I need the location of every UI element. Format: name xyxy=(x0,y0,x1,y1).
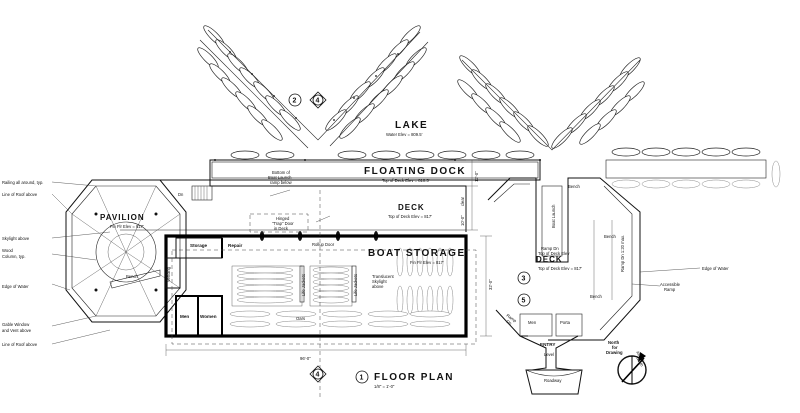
floating-dock-top: Top of Deck Elev = 810.5' xyxy=(382,178,430,183)
entry-sub: Level xyxy=(544,352,554,357)
lake-water-elev: Water Elev = 809.5' xyxy=(386,132,423,137)
pavilion xyxy=(65,179,187,323)
svg-text:4: 4 xyxy=(316,98,320,105)
hinged-door-2: "Trap" Door xyxy=(272,221,294,226)
ramp-dn-1: Ramp Dn xyxy=(541,246,559,251)
bench-top: Bench xyxy=(568,184,581,189)
boat-racks xyxy=(229,247,454,328)
callout-gable-2: and Vent above xyxy=(2,328,32,333)
boat-storage-label: BOAT STORAGE xyxy=(368,248,466,259)
callout-roof-2: Line of Roof above xyxy=(2,342,38,347)
life-jackets-2: Life Jackets xyxy=(353,274,358,296)
rollup-door-label: Rollup Door xyxy=(312,242,335,247)
svg-text:2: 2 xyxy=(293,98,297,105)
dim-depth: 32'-0" xyxy=(488,279,493,290)
dim-floating: 12'-0" xyxy=(474,171,479,182)
pavilion-fin-flr: Fin Flr Elev = 817' xyxy=(110,224,144,229)
north-2: for xyxy=(612,345,618,350)
boat-launch-label: Boat Launch xyxy=(551,204,556,228)
deck-main-label: DECK xyxy=(398,203,425,212)
tag-3: 3 xyxy=(517,271,531,285)
boat-storage-fin-flr: Fin Flr Elev = 817' xyxy=(410,260,444,265)
boat-storage-building xyxy=(164,234,477,345)
svg-text:3: 3 xyxy=(522,276,526,283)
hinged-door-1: Hinged xyxy=(276,216,290,221)
repair-label: Repair xyxy=(228,243,243,248)
oars-label: Oars xyxy=(296,316,305,321)
plan-labels: LAKE Water Elev = 809.5' FLOATING DOCK T… xyxy=(100,120,681,389)
deck-right-label: DECK xyxy=(536,255,563,264)
callout-edge-left: Edge of Water xyxy=(2,284,29,289)
bench-pavilion: Bench xyxy=(126,274,139,279)
vending-label: Vending xyxy=(166,266,171,282)
women-label: Women xyxy=(200,314,217,319)
dim-width: 96'-0" xyxy=(300,356,311,361)
tag-1: 1 xyxy=(355,370,369,384)
north-1: North xyxy=(608,340,620,345)
accessible-2: Ramp xyxy=(664,287,676,292)
bottom-ramp-3: ramp below xyxy=(270,180,293,185)
tag-4-bottom: 4 xyxy=(309,365,327,383)
tag-5: 5 xyxy=(517,293,531,307)
porta-small: Porta xyxy=(560,320,571,325)
svg-text:1: 1 xyxy=(360,375,364,382)
callout-railing: Railing all around, typ. xyxy=(2,180,43,185)
right-deck xyxy=(487,177,641,341)
bench-ramp: Bench xyxy=(604,234,617,239)
men-label: Men xyxy=(180,314,189,319)
ramp-small-2: Dn xyxy=(505,319,513,327)
translucent-3: above xyxy=(372,284,384,289)
dimensions xyxy=(165,159,492,400)
north-arrow-icon xyxy=(617,352,647,385)
accessible-1: Accessible xyxy=(660,282,681,287)
translucent-1: Translucent xyxy=(372,274,395,279)
section-tags: 2 4 3 5 1 4 xyxy=(288,91,531,384)
callout-edge-right: Edge of Water xyxy=(702,266,729,271)
lake-label: LAKE xyxy=(395,120,428,131)
dock-boats-right xyxy=(457,55,781,189)
callout-wood-1: Wood xyxy=(2,248,14,253)
callout-gable-1: Gable Window xyxy=(2,322,30,327)
dock-stair xyxy=(191,185,213,201)
bottom-ramp-1: Bottom of xyxy=(272,170,291,175)
tag-4-top: 4 xyxy=(309,91,327,109)
callout-skylight: Skylight above xyxy=(2,236,30,241)
hinged-door-3: in Deck xyxy=(274,226,289,231)
dock-boats-left xyxy=(197,25,429,149)
svg-text:5: 5 xyxy=(522,298,526,305)
svg-text:4: 4 xyxy=(316,372,320,379)
callout-roof-1: Line of Roof above xyxy=(2,192,38,197)
ramp-dn-2: Top of Deck Elev xyxy=(538,251,570,256)
ramp-small-1: Ramp xyxy=(505,313,518,324)
tag-2: 2 xyxy=(288,93,302,107)
callout-leaders xyxy=(51,181,701,345)
floating-dock xyxy=(191,150,541,201)
entry-roadway xyxy=(519,335,583,395)
entry-label: ENTRY xyxy=(540,342,555,347)
storage-label: Storage xyxy=(190,243,208,248)
men-small: Men xyxy=(528,320,537,325)
deck-main-top: Top of Deck Elev = 817' xyxy=(388,214,432,219)
dn-label: Dn xyxy=(178,192,184,197)
north-3: Drawing xyxy=(606,350,623,355)
floor-plan-scale: 1/8" = 1'-0" xyxy=(374,384,395,389)
bottom-ramp-2: Boat Launch xyxy=(268,175,292,180)
floor-plan-title: FLOOR PLAN xyxy=(374,372,454,383)
life-jackets-1: Life Jackets xyxy=(301,274,306,296)
dim-deck: 10'-0" xyxy=(460,215,465,226)
roadway-label: Roadway xyxy=(544,378,562,383)
callout-wood-2: Column, typ. xyxy=(2,254,26,259)
deck-right-top: Top of Deck Elev = 817' xyxy=(538,266,582,271)
bench-bottom: Bench xyxy=(590,294,603,299)
translucent-2: Skylight xyxy=(372,279,387,284)
pavilion-label: PAVILION xyxy=(100,213,145,222)
callout-notes: Railing all around, typ. Line of Roof ab… xyxy=(2,180,729,347)
ramp-dn-3: Ramp Dn 1:20 max. xyxy=(620,235,625,272)
dim-deck-clear: clear xyxy=(460,196,465,206)
floating-dock-label: FLOATING DOCK xyxy=(364,166,466,177)
